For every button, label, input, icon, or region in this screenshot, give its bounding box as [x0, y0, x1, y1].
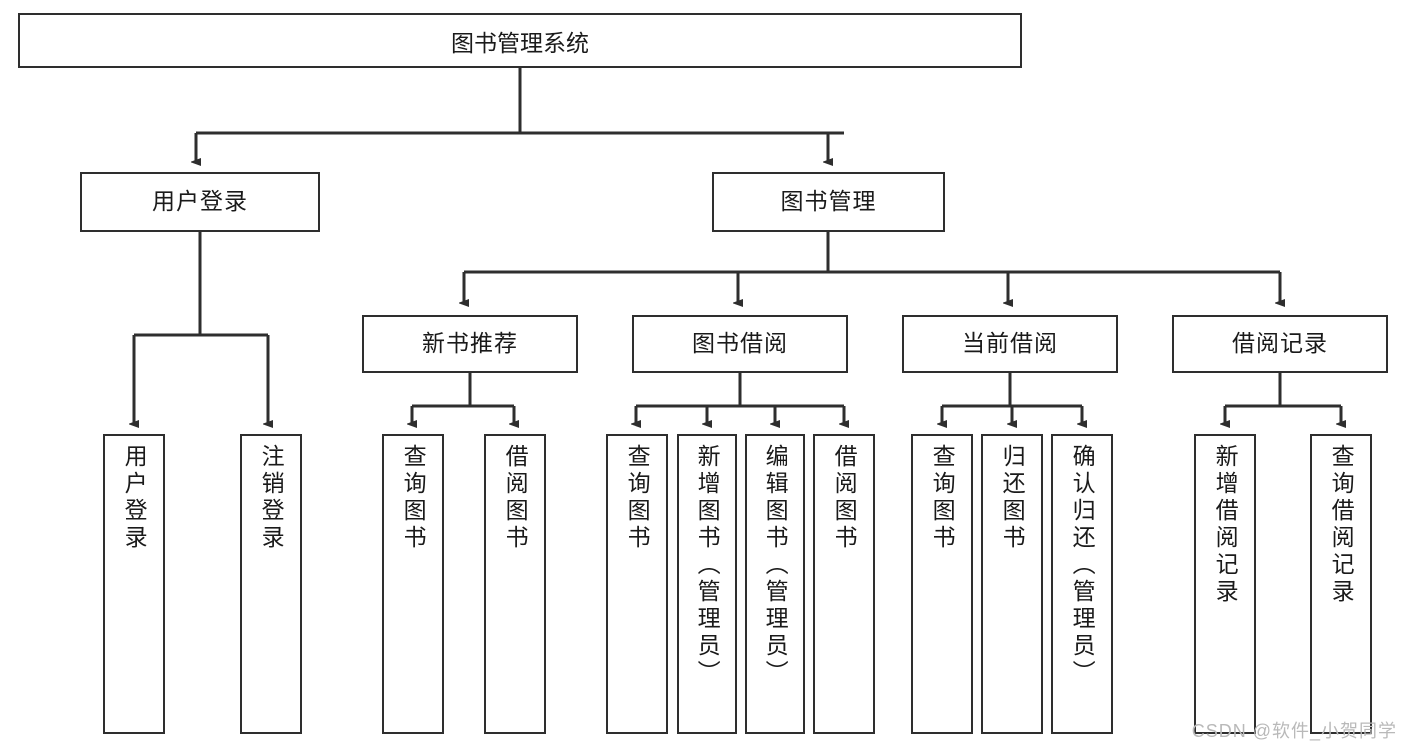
node-borrow-record[interactable]: 借阅记录	[1172, 315, 1388, 373]
leaf-user-login-login[interactable]: 用户登录	[103, 434, 165, 734]
node-book-borrow[interactable]: 图书借阅	[632, 315, 848, 373]
leaf-borrow-edit-book[interactable]: 编辑图书（管理员）	[745, 434, 805, 734]
node-book-management[interactable]: 图书管理	[712, 172, 945, 232]
node-label: 当前借阅	[962, 330, 1058, 357]
leaf-label: 新增借阅记录	[1212, 444, 1239, 606]
node-label: 图书管理系统	[451, 29, 589, 56]
node-current-borrow[interactable]: 当前借阅	[902, 315, 1118, 373]
node-label: 图书借阅	[692, 330, 788, 357]
leaf-new-book-query[interactable]: 查询图书	[382, 434, 444, 734]
leaf-user-login-logout[interactable]: 注销登录	[240, 434, 302, 734]
node-label: 图书管理	[780, 188, 877, 215]
node-label: 借阅记录	[1232, 330, 1328, 357]
leaf-borrow-add-book[interactable]: 新增图书（管理员）	[677, 434, 737, 734]
leaf-new-book-borrow[interactable]: 借阅图书	[484, 434, 546, 734]
leaf-label: 查询图书	[929, 444, 956, 552]
leaf-label: 借阅图书	[831, 444, 858, 552]
leaf-label: 编辑图书（管理员）	[762, 444, 789, 687]
node-label: 用户登录	[152, 188, 248, 215]
leaf-label: 归还图书	[999, 444, 1026, 552]
leaf-borrow-query-book[interactable]: 查询图书	[606, 434, 668, 734]
leaf-label: 新增图书（管理员）	[694, 444, 721, 687]
leaf-current-query-book[interactable]: 查询图书	[911, 434, 973, 734]
leaf-record-add[interactable]: 新增借阅记录	[1194, 434, 1256, 734]
leaf-borrow-borrow-book[interactable]: 借阅图书	[813, 434, 875, 734]
leaf-label: 确认归还（管理员）	[1069, 444, 1096, 687]
leaf-label: 注销登录	[258, 444, 285, 552]
watermark-text: CSDN @软件_小贺同学	[1191, 721, 1397, 741]
node-root-system[interactable]: 图书管理系统	[18, 13, 1022, 68]
leaf-label: 查询借阅记录	[1328, 444, 1355, 606]
leaf-label: 查询图书	[624, 444, 651, 552]
leaf-current-confirm-return[interactable]: 确认归还（管理员）	[1051, 434, 1113, 734]
leaf-current-return-book[interactable]: 归还图书	[981, 434, 1043, 734]
leaf-record-query[interactable]: 查询借阅记录	[1310, 434, 1372, 734]
node-label: 新书推荐	[422, 330, 518, 357]
leaf-label: 查询图书	[400, 444, 427, 552]
node-new-book-recommend[interactable]: 新书推荐	[362, 315, 578, 373]
leaf-label: 借阅图书	[502, 444, 529, 552]
leaf-label: 用户登录	[121, 444, 148, 552]
node-user-login[interactable]: 用户登录	[80, 172, 320, 232]
